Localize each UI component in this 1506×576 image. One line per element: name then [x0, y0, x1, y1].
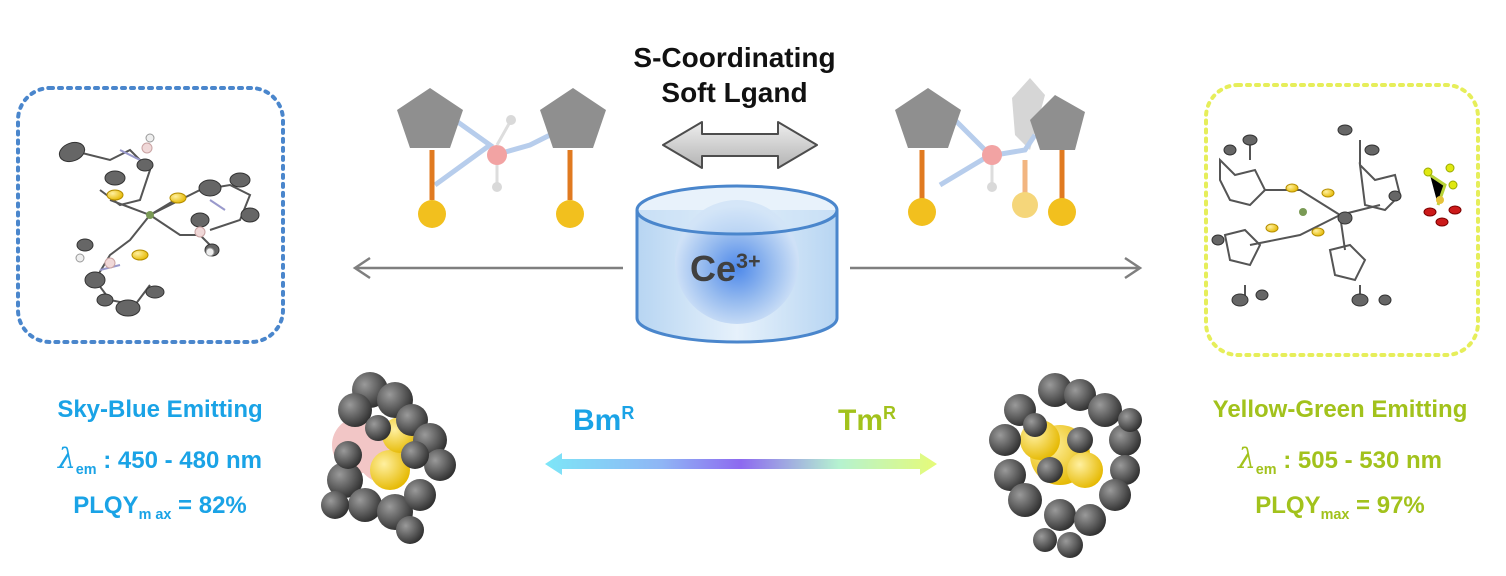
left-space-filling-model: [321, 372, 456, 544]
right-crystal-frame: [1204, 83, 1480, 357]
left-emission-info: Sky-Blue Emitting λem : 450 - 480 nm PLQ…: [0, 396, 320, 523]
right-space-filling-model: [989, 373, 1142, 558]
right-emission-name: Yellow-Green Emitting: [1212, 396, 1468, 423]
right-gray-arrow: [850, 256, 1143, 280]
spectrum-arrow: [545, 453, 937, 475]
title-line-1: S-Coordinating: [633, 42, 836, 73]
left-crystal-frame: [16, 86, 285, 344]
left-plqy: PLQYm ax = 82%: [73, 492, 247, 523]
ce-ion-label: Ce3+: [690, 248, 761, 289]
right-emission-info: Yellow-Green Emitting λem : 505 - 530 nm…: [1180, 396, 1500, 523]
double-arrow-icon: [662, 121, 818, 169]
left-emission-name: Sky-Blue Emitting: [57, 396, 263, 423]
right-plqy: PLQYmax = 97%: [1255, 492, 1425, 523]
ligand-schematic-right: [895, 78, 1085, 226]
bm-ligand-label: BmR: [573, 403, 635, 437]
left-lambda-range: λem : 450 - 480 nm: [58, 442, 262, 478]
right-lambda-range: λem : 505 - 530 nm: [1238, 442, 1442, 478]
left-gray-arrow: [352, 256, 623, 280]
ce-ion-cylinder: [635, 184, 839, 344]
left-crystal-structure: [58, 133, 260, 317]
ligand-schematic-left: [397, 88, 606, 228]
title-line-2: Soft Lgand: [661, 77, 808, 108]
right-crystal-structure: [1211, 124, 1462, 307]
diagram-title: S-Coordinating Soft Lgand: [612, 40, 857, 110]
tm-ligand-label: TmR: [838, 403, 896, 437]
